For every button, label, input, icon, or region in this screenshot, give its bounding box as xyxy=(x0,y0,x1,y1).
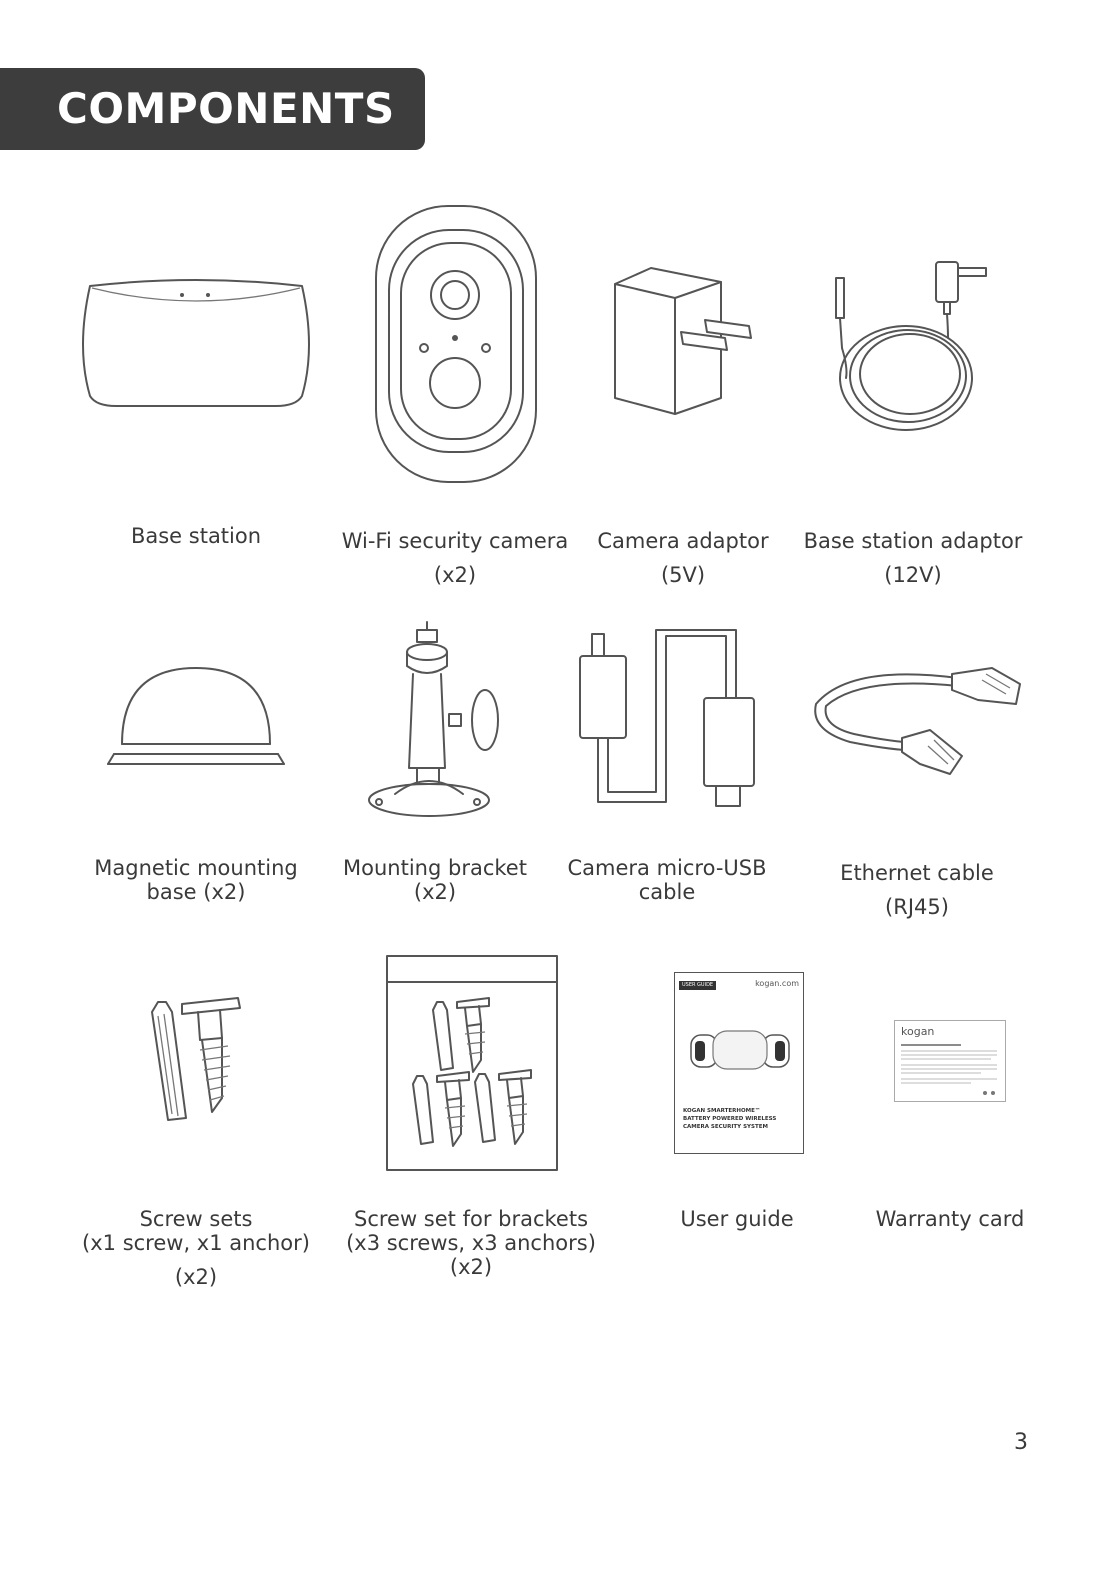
caption-ethernet-cable: Ethernet cable (RJ45) xyxy=(840,861,994,919)
warranty-card-illustration: kogan xyxy=(894,1020,1006,1102)
camera-product-image xyxy=(690,1030,790,1070)
caption-mounting-bracket: Mounting bracket (x2) xyxy=(343,856,527,904)
screw-bag-illustration xyxy=(385,954,559,1172)
user-guide-brand: kogan.com xyxy=(755,979,799,988)
caption-warranty-card: Warranty card xyxy=(875,1207,1025,1231)
caption-base-station: Base station xyxy=(130,524,262,548)
caption-micro-usb-cable: Camera micro-USB cable xyxy=(567,856,767,904)
page-title: COMPONENTS xyxy=(57,84,395,133)
magnetic-mounting-base-illustration xyxy=(104,664,288,768)
caption-camera-adaptor: Camera adaptor (5V) xyxy=(597,529,769,587)
ethernet-cable-illustration xyxy=(810,664,1028,778)
screw-sets-illustration xyxy=(142,994,246,1126)
user-guide-illustration: USER GUIDE kogan.com KOGAN SMARTERHOME™ … xyxy=(674,972,804,1154)
user-guide-title: KOGAN SMARTERHOME™ BATTERY POWERED WIREL… xyxy=(683,1108,777,1130)
micro-usb-cable-illustration xyxy=(576,629,758,808)
base-station-illustration xyxy=(76,278,316,412)
caption-base-station-adaptor: Base station adaptor (12V) xyxy=(803,529,1023,587)
page-number: 3 xyxy=(1014,1430,1028,1455)
warranty-card-brand: kogan xyxy=(901,1025,935,1038)
caption-screw-set-brackets: Screw set for brackets (x3 screws, x3 an… xyxy=(346,1207,596,1279)
caption-magnetic-mounting-base: Magnetic mounting base (x2) xyxy=(94,856,298,904)
caption-user-guide: User guide xyxy=(680,1207,794,1231)
caption-screw-sets: Screw sets (x1 screw, x1 anchor) (x2) xyxy=(82,1207,310,1289)
warranty-card-text-lines xyxy=(901,1044,997,1095)
user-guide-badge: USER GUIDE xyxy=(679,981,717,990)
mounting-bracket-illustration xyxy=(365,618,505,822)
camera-adaptor-illustration xyxy=(611,264,757,418)
wifi-camera-illustration xyxy=(373,203,539,485)
caption-wifi-camera: Wi-Fi security camera (x2) xyxy=(341,529,569,587)
section-header: COMPONENTS xyxy=(0,68,425,150)
base-station-adaptor-illustration xyxy=(826,258,996,436)
